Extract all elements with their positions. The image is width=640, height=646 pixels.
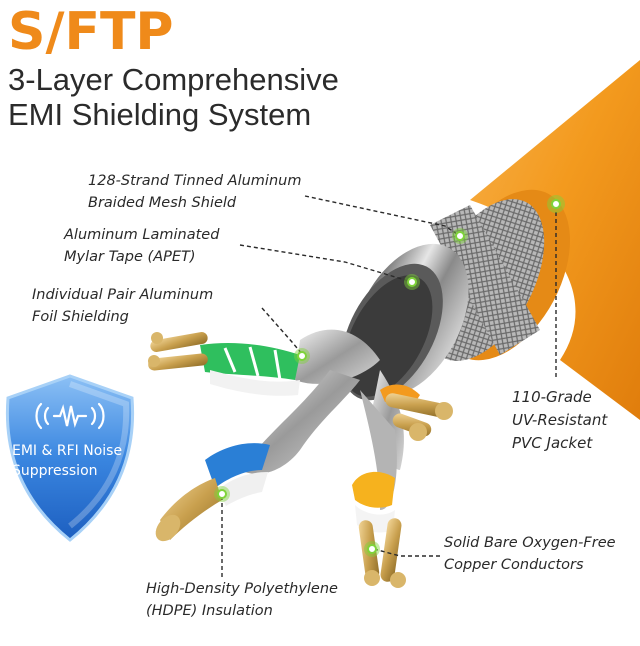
label-mylar-line-2: Mylar Tape (APET)	[64, 249, 196, 265]
emi-badge	[5, 374, 135, 542]
label-hdpe-line-2: (HDPE) Insulation	[146, 603, 273, 619]
label-jacket-line-1: 110-Grade	[512, 388, 592, 406]
label-copper-line-1: Solid Bare Oxygen-Free	[444, 535, 616, 551]
label-jacket-line-3: PVC Jacket	[512, 434, 593, 452]
label-braid-line-2: Braided Mesh Shield	[88, 195, 237, 211]
leader-foil	[261, 307, 303, 355]
label-jacket-line-2: UV-Resistant	[512, 411, 608, 429]
label-hdpe: High-Density Polyethylene (HDPE) Insulat…	[146, 578, 338, 622]
label-hdpe-line-1: High-Density Polyethylene	[146, 581, 338, 597]
subtitle-line-1: 3-Layer Comprehensive	[8, 62, 339, 97]
label-braid-line-1: 128-Strand Tinned Aluminum	[88, 173, 302, 189]
label-jacket: 110-Grade UV-Resistant PVC Jacket	[512, 386, 607, 455]
label-foil-line-2: Foil Shielding	[32, 309, 129, 325]
subtitle: 3-Layer Comprehensive EMI Shielding Syst…	[8, 62, 339, 132]
leader-mylar	[239, 244, 413, 283]
subtitle-line-2: EMI Shielding System	[8, 97, 312, 132]
label-foil-line-1: Individual Pair Aluminum	[32, 287, 214, 303]
label-foil: Individual Pair Aluminum Foil Shielding	[32, 284, 213, 328]
yellow-pair	[352, 471, 406, 588]
badge-text-line-1: EMI & RFI Noise	[12, 443, 123, 459]
green-pair	[148, 332, 300, 396]
orange-pair	[380, 384, 453, 441]
label-braid: 128-Strand Tinned Aluminum Braided Mesh …	[88, 170, 301, 214]
label-mylar: Aluminum Laminated Mylar Tape (APET)	[64, 224, 219, 268]
label-copper: Solid Bare Oxygen-Free Copper Conductors	[444, 532, 616, 576]
badge-text: EMI & RFI Noise Suppression	[12, 441, 124, 481]
signal-wave-icon	[35, 402, 105, 430]
badge-text-line-2: Suppression	[12, 463, 98, 479]
label-copper-line-2: Copper Conductors	[444, 557, 584, 573]
title: S/FTP	[8, 2, 174, 62]
markers	[214, 195, 565, 557]
leader-lines	[221, 195, 557, 578]
leader-braid	[304, 195, 461, 237]
blue-pair	[155, 443, 270, 542]
label-mylar-line-1: Aluminum Laminated	[64, 227, 220, 243]
leader-copper	[373, 548, 440, 557]
